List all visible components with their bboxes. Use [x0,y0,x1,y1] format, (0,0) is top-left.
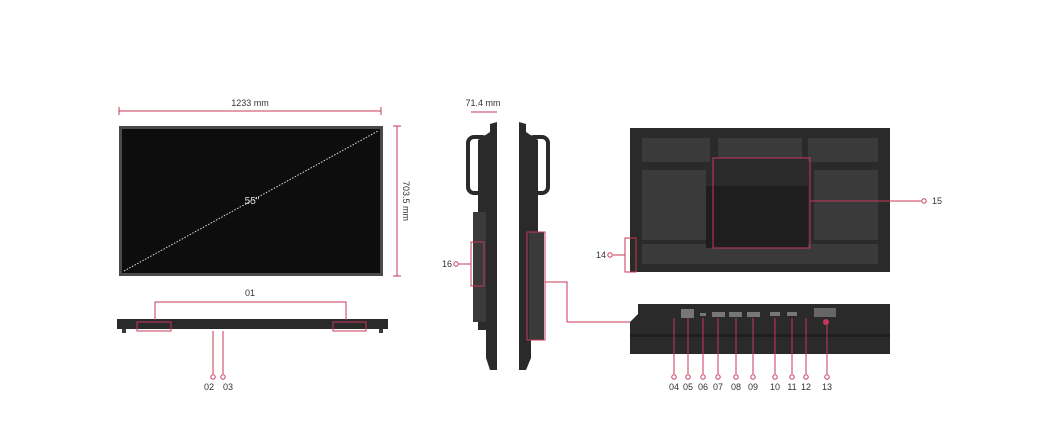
callout-08: 08 [731,382,741,392]
diagonal-line [123,130,379,272]
callout-02: 02 [204,382,214,392]
handle-left [466,135,490,195]
depth-label: 71.4 mm [465,98,500,108]
width-label: 1233 mm [231,98,269,108]
callout-01: 01 [245,288,255,298]
callout-07: 07 [713,382,723,392]
callout-06: 06 [698,382,708,392]
hdmi-port [729,312,742,317]
front-view: 1233 mm 55" 703.5 mm [118,98,411,277]
callout-16: 16 [442,259,452,269]
usb-port [770,312,780,316]
callout-13: 13 [822,382,832,392]
hdmi-port [712,312,725,317]
callout-09: 09 [748,382,758,392]
callout-15: 15 [932,196,942,206]
callout-03: 03 [223,382,233,392]
rear-view: 15 14 [596,128,942,273]
lan-port [681,309,694,318]
callout-14: 14 [596,250,606,260]
handle-right [526,135,550,195]
callout-04: 04 [669,382,679,392]
bottom-view: 01 02 03 [117,288,388,392]
port-callout-lines [671,318,830,380]
vga-port [814,308,836,317]
port-detail-view [630,304,890,354]
callout-05: 05 [683,382,693,392]
side-views: 71.4 mm 16 [442,98,630,370]
callout-11: 11 [787,382,796,392]
callout-12: 12 [801,382,811,392]
port-callouts: 04 05 06 07 08 09 10 11 12 13 [669,318,832,392]
usb-port [787,312,797,316]
callout-10: 10 [770,382,780,392]
hdmi-port [747,312,760,317]
screen-size-label: 55" [245,196,260,207]
height-label: 703.5 mm [401,181,411,221]
